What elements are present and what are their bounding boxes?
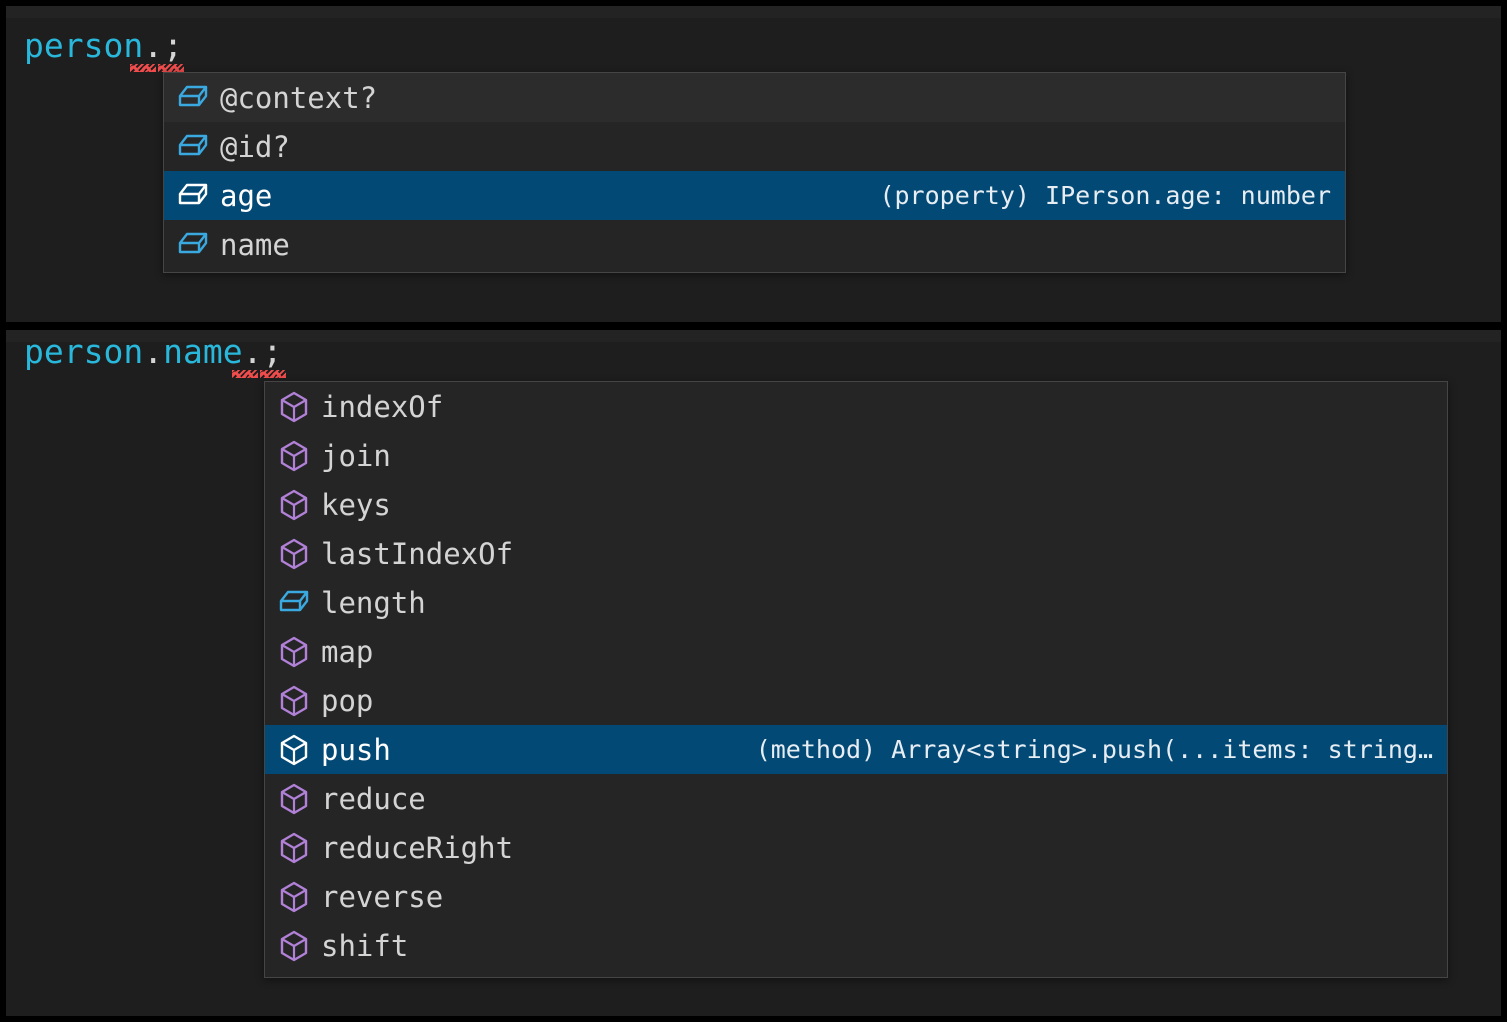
suggestion-detail: (property) IPerson.age: number [879, 180, 1331, 210]
suggestion-item-shift[interactable]: shift [265, 921, 1447, 970]
method-cube-icon [277, 635, 311, 669]
code-line-person[interactable]: person.; [24, 26, 183, 66]
suggestion-item-reduceright[interactable]: reduceRight [265, 823, 1447, 872]
method-cube-icon [277, 733, 311, 767]
error-squiggle-icon [158, 64, 184, 72]
method-cube-icon [277, 390, 311, 424]
suggestion-label: push [321, 732, 391, 767]
suggestion-item-reverse[interactable]: reverse [265, 872, 1447, 921]
property-cube-icon [176, 228, 210, 262]
property-cube-icon [176, 81, 210, 115]
code-token-property: name [163, 332, 243, 371]
suggestion-label: join [321, 438, 391, 473]
suggestion-label: name [220, 227, 290, 262]
method-cube-icon [277, 439, 311, 473]
suggestion-item-keys[interactable]: keys [265, 480, 1447, 529]
method-cube-icon [277, 488, 311, 522]
method-cube-icon [277, 880, 311, 914]
suggestion-item-pop[interactable]: pop [265, 676, 1447, 725]
suggestion-item-context[interactable]: @context? [164, 73, 1345, 122]
property-cube-icon [277, 586, 311, 620]
code-token-punctuation: ; [163, 26, 183, 65]
suggestion-item-map[interactable]: map [265, 627, 1447, 676]
method-cube-icon [277, 684, 311, 718]
suggestion-label: shift [321, 928, 409, 963]
suggestion-label: map [321, 634, 374, 669]
suggestion-item-indexof[interactable]: indexOf [265, 382, 1447, 431]
code-token-punctuation: ; [262, 332, 283, 371]
suggestion-label: @context? [220, 80, 378, 115]
suggestion-item-push[interactable]: push (method) Array<string>.push(...items… [265, 725, 1447, 774]
suggestion-popup-person[interactable]: @context? @id? age (property) IPerson.age: … [163, 72, 1346, 273]
suggestion-label: age [220, 178, 273, 213]
code-token-punctuation: . [143, 26, 164, 65]
method-cube-icon [277, 831, 311, 865]
line-strip [6, 330, 1501, 342]
suggestion-item-join[interactable]: join [265, 431, 1447, 480]
code-token-variable: person [24, 26, 144, 65]
property-cube-icon [176, 130, 210, 164]
suggestion-detail: (method) Array<string>.push(...items: st… [755, 734, 1433, 764]
suggestion-label: lastIndexOf [321, 536, 514, 571]
error-squiggle-icon [260, 370, 286, 378]
suggestion-label: keys [321, 487, 391, 522]
error-squiggle-icon [130, 64, 156, 72]
line-strip [6, 6, 1501, 18]
suggestion-item-length[interactable]: length [265, 578, 1447, 627]
suggestion-item-reduce[interactable]: reduce [265, 774, 1447, 823]
suggestion-label: pop [321, 683, 374, 718]
code-token-variable: person [24, 332, 144, 371]
code-line-person-name[interactable]: person.name.; [24, 332, 282, 372]
suggestion-label: indexOf [321, 389, 444, 424]
suggestion-label: reduce [321, 781, 426, 816]
code-token-punctuation: . [242, 332, 263, 371]
error-squiggle-icon [232, 370, 258, 378]
suggestion-label: length [321, 585, 426, 620]
method-cube-icon [277, 537, 311, 571]
suggestion-item-name[interactable]: name [164, 220, 1345, 269]
suggestion-item-lastindexof[interactable]: lastIndexOf [265, 529, 1447, 578]
suggestion-item-id[interactable]: @id? [164, 122, 1345, 171]
suggestion-label: reverse [321, 879, 444, 914]
suggestion-item-age[interactable]: age (property) IPerson.age: number [164, 171, 1345, 220]
code-token-punctuation: . [143, 332, 164, 371]
method-cube-icon [277, 929, 311, 963]
property-cube-icon [176, 179, 210, 213]
method-cube-icon [277, 782, 311, 816]
suggestion-popup-name[interactable]: indexOf join keys lastIndexOf length map pop pu… [264, 381, 1448, 978]
suggestion-label: reduceRight [321, 830, 514, 865]
suggestion-label: @id? [220, 129, 290, 164]
